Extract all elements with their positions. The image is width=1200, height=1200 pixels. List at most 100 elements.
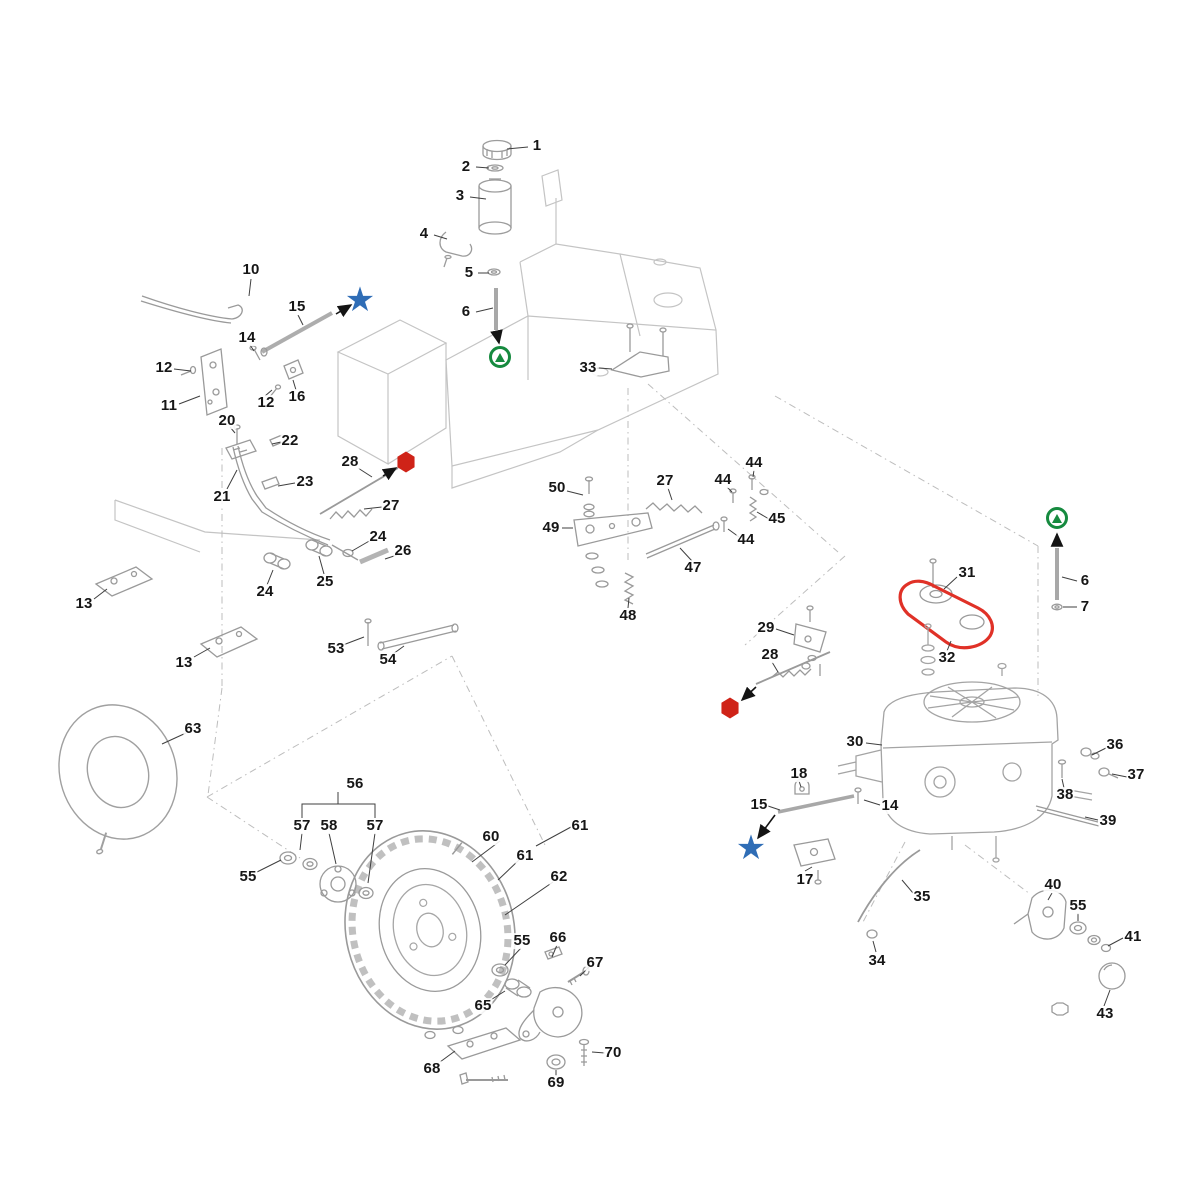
part-label-36: 36	[1105, 736, 1125, 754]
part-label-60: 60	[481, 828, 501, 846]
guide-lines	[206, 383, 1039, 923]
part-label-44: 44	[713, 471, 733, 489]
part-label-57: 57	[365, 817, 385, 835]
part-label-30: 30	[845, 733, 865, 751]
inner-tube-artwork	[58, 704, 178, 855]
part-label-14: 14	[880, 797, 900, 815]
part-label-66: 66	[548, 929, 568, 947]
part-label-35: 35	[912, 888, 932, 906]
part-label-63: 63	[183, 720, 203, 738]
part-label-6: 6	[1079, 572, 1091, 590]
plates-13-artwork	[94, 566, 259, 658]
part-label-17: 17	[795, 871, 815, 889]
part-label-55: 55	[1068, 897, 1088, 915]
rod-6-right-artwork	[1051, 548, 1063, 611]
part-label-4: 4	[418, 225, 430, 243]
part-label-27: 27	[655, 472, 675, 490]
part-label-69: 69	[546, 1074, 566, 1092]
part-label-61: 61	[515, 847, 535, 865]
part-label-10: 10	[241, 261, 261, 279]
part-label-50: 50	[547, 479, 567, 497]
part-label-33: 33	[578, 359, 598, 377]
part-label-13: 13	[74, 595, 94, 613]
part-label-43: 43	[1095, 1005, 1115, 1023]
part-label-5: 5	[463, 264, 475, 282]
red-hexagon-icon	[721, 697, 739, 719]
part-label-57: 57	[292, 817, 312, 835]
part-label-29: 29	[756, 619, 776, 637]
part-label-38: 38	[1055, 786, 1075, 804]
green-triangle-icon	[495, 352, 505, 362]
part-label-12: 12	[256, 394, 276, 412]
part-label-28: 28	[340, 453, 360, 471]
part-label-13: 13	[174, 654, 194, 672]
transmission-artwork	[837, 623, 1093, 863]
part-label-11: 11	[159, 397, 179, 415]
part-label-34: 34	[867, 952, 887, 970]
green-triangle-circle-icon	[489, 346, 511, 368]
blue-star-icon: ★	[344, 281, 376, 319]
part-label-53: 53	[326, 640, 346, 658]
frame-artwork	[114, 169, 719, 553]
part-label-67: 67	[585, 954, 605, 972]
linkage-artwork	[573, 474, 769, 605]
part-label-39: 39	[1098, 812, 1118, 830]
green-triangle-circle-icon	[1046, 507, 1068, 529]
part-label-56: 56	[345, 775, 365, 793]
part-label-6: 6	[460, 303, 472, 321]
part-label-22: 22	[280, 432, 300, 450]
part-label-15: 15	[749, 796, 769, 814]
part-label-14: 14	[237, 329, 257, 347]
tire-artwork	[344, 830, 516, 1030]
part-label-70: 70	[603, 1044, 623, 1062]
part-label-49: 49	[541, 519, 561, 537]
part-label-15: 15	[287, 298, 307, 316]
part-label-65: 65	[473, 997, 493, 1015]
part-label-40: 40	[1043, 876, 1063, 894]
belt-highlight	[898, 579, 994, 650]
part-label-55: 55	[512, 932, 532, 950]
part-label-61: 61	[570, 817, 590, 835]
part-label-68: 68	[422, 1060, 442, 1078]
cable-29-artwork	[755, 605, 831, 685]
hub-artwork	[279, 851, 374, 903]
part-label-27: 27	[381, 497, 401, 515]
part-label-47: 47	[683, 559, 703, 577]
part-label-54: 54	[378, 651, 398, 669]
part-label-44: 44	[736, 531, 756, 549]
part-label-16: 16	[287, 388, 307, 406]
part-label-58: 58	[319, 817, 339, 835]
part-label-23: 23	[295, 473, 315, 491]
right-parts-artwork	[777, 747, 1126, 1016]
belt-drive-artwork	[898, 558, 994, 650]
red-hexagon-icon	[397, 451, 415, 473]
green-triangle-icon	[1052, 513, 1062, 523]
part-label-48: 48	[618, 607, 638, 625]
part-label-26: 26	[393, 542, 413, 560]
bottom-bracket-artwork	[424, 946, 590, 1085]
part-label-24: 24	[368, 528, 388, 546]
part-label-37: 37	[1126, 766, 1146, 784]
reservoir-artwork	[439, 139, 512, 330]
part-label-18: 18	[789, 765, 809, 783]
part-label-62: 62	[549, 868, 569, 886]
part-label-3: 3	[454, 187, 466, 205]
part-label-25: 25	[315, 573, 335, 591]
part-label-21: 21	[212, 488, 232, 506]
part-label-44: 44	[744, 454, 764, 472]
part-label-24: 24	[255, 583, 275, 601]
bracket-33-artwork	[610, 323, 670, 378]
part-label-45: 45	[767, 510, 787, 528]
part-label-2: 2	[460, 158, 472, 176]
part-label-41: 41	[1123, 928, 1143, 946]
blue-star-icon: ★	[735, 829, 767, 867]
part-label-12: 12	[154, 359, 174, 377]
part-label-55: 55	[238, 868, 258, 886]
leader-lines	[93, 146, 1128, 1076]
part-label-32: 32	[937, 649, 957, 667]
part-label-31: 31	[957, 564, 977, 582]
part-label-1: 1	[531, 137, 543, 155]
part-label-28: 28	[760, 646, 780, 664]
